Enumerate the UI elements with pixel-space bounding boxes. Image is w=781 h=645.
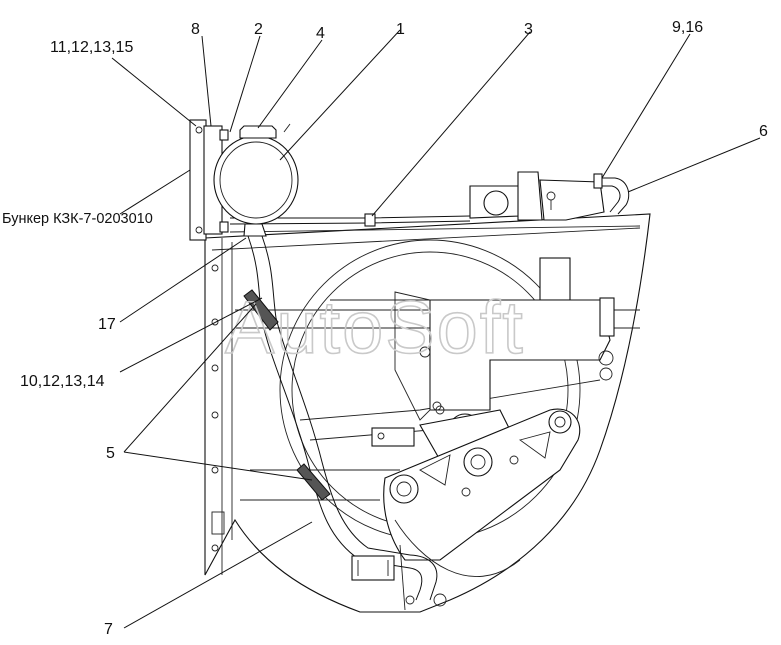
leader-lines (111, 29, 761, 629)
label-5: 5 (106, 445, 115, 462)
label-bunker: Бункер КЗК-7-0203010 (2, 211, 153, 227)
hose-6 (593, 173, 630, 215)
label-8: 8 (191, 21, 200, 38)
label-6: 6 (759, 123, 768, 140)
label-2: 2 (254, 21, 263, 38)
drive-bracket (371, 257, 615, 461)
tank-1 (189, 119, 299, 241)
label-7: 7 (104, 621, 113, 638)
support-plate (383, 401, 581, 611)
label-17: 17 (98, 316, 116, 333)
label-1: 1 (396, 21, 405, 38)
watermark: AutoSoft (225, 286, 525, 369)
label-11-12-13-15: 11,12,13,15 (50, 39, 133, 56)
label-4: 4 (316, 25, 325, 42)
label-10-12-13-14: 10,12,13,14 (20, 373, 105, 390)
fitting-bracket (469, 171, 605, 221)
label-9-16: 9,16 (672, 19, 703, 36)
hose-7-17 (243, 235, 438, 601)
label-3: 3 (524, 21, 533, 38)
callout-labels: 8 2 4 1 3 9,16 6 11,12,13,15 Бункер КЗК-… (2, 19, 768, 638)
